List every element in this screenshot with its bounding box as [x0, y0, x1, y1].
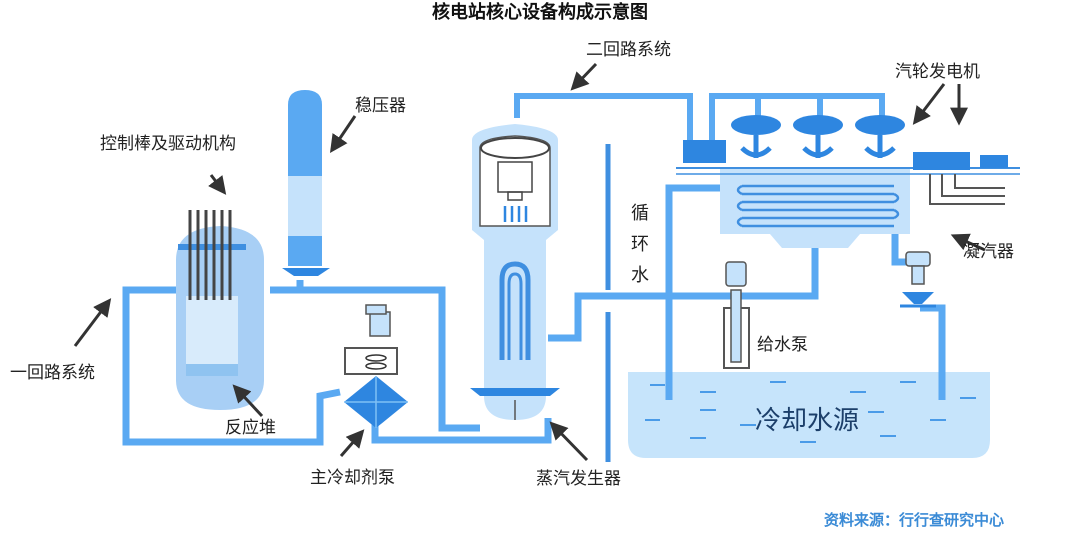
pressurizer-vessel — [282, 90, 330, 276]
turbine-generator-set — [514, 93, 1008, 170]
source-note: 资料来源：行行查研究中心 — [823, 511, 1004, 529]
control-rods-label: 控制棒及驱动机构 — [100, 134, 236, 154]
main-coolant-pump-unit — [344, 304, 408, 428]
feed-pump-label: 给水泵 — [757, 335, 808, 355]
condenser-label: 凝汽器 — [963, 242, 1014, 262]
turbine-generator-label: 汽轮发电机 — [895, 62, 980, 82]
circulating-water-label: 循环水 — [631, 203, 649, 286]
condensate-pump-unit — [900, 251, 936, 308]
diagram-title: 核电站核心设备构成示意图 — [432, 2, 648, 23]
steam-generator-vessel — [470, 124, 560, 420]
condenser-unit — [720, 168, 910, 248]
feed-pump-unit — [723, 261, 750, 369]
main-pump-label: 主冷却剂泵 — [310, 468, 395, 488]
steam-generator-label: 蒸汽发生器 — [536, 469, 621, 489]
reactor-vessel — [176, 210, 264, 410]
secondary-loop-label: 二回路系统 — [586, 40, 671, 60]
cooling-source-label: 冷却水源 — [755, 406, 860, 436]
pressurizer-label: 稳压器 — [355, 96, 406, 116]
primary-loop-label: 一回路系统 — [10, 363, 95, 383]
pointer-arrows — [73, 62, 986, 462]
cooling-water-pool — [628, 372, 990, 458]
reactor-label: 反应堆 — [225, 418, 276, 438]
